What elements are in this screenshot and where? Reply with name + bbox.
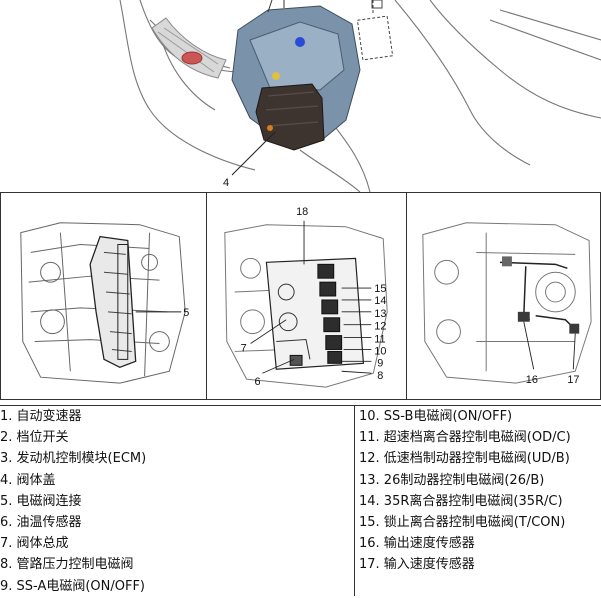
solenoid-harness — [89, 235, 137, 369]
sensor-wiring — [500, 256, 580, 334]
panel-3-drawing: 16 17 — [422, 222, 592, 386]
transmission-assembly — [231, 0, 361, 176]
solenoid-valves — [317, 263, 343, 364]
brand-emblem — [181, 51, 203, 65]
callout-14: 14 — [374, 295, 386, 307]
callout-18: 18 — [296, 206, 308, 218]
panel-speed-sensors: 16 17 — [406, 192, 601, 400]
legend-left-column: 1. 自动变速器 2. 档位开关 3. 发动机控制模块(ECM) 4. 阀体盖 … — [0, 406, 354, 598]
legend-item: 8. 管路压力控制电磁阀 — [0, 557, 134, 573]
transmission-case-outline-3 — [422, 222, 592, 384]
vehicle-sketch: 4 — [119, 0, 601, 193]
legend-item: 2. 档位开关 — [0, 430, 69, 446]
legend-item: 4. 阀体盖 — [0, 472, 56, 488]
car-grille — [151, 17, 227, 79]
callout-6: 6 — [255, 376, 261, 388]
callout-9: 9 — [377, 357, 383, 369]
oil-temp-sensor — [289, 354, 303, 366]
callout-7: 7 — [241, 342, 247, 354]
legend-item: 16. 输出速度传感器 — [359, 536, 475, 552]
callout-4: 4 — [223, 177, 229, 189]
panel-1-drawing: 5 — [20, 222, 189, 384]
panel-valve-body-assembly: 18 15 14 13 12 11 10 9 8 7 6 — [206, 192, 407, 400]
legend-item: 9. SS-A电磁阀(ON/OFF) — [0, 578, 146, 594]
valve-internal-channels — [276, 283, 311, 360]
legend-item: 7. 阀体总成 — [0, 536, 69, 552]
legend-divider — [0, 405, 601, 406]
panel-solenoid-connector: 5 — [0, 192, 207, 400]
legend-item: 14. 35R离合器控制电磁阀(35R/C) — [359, 493, 563, 509]
ecm-dashed-box — [356, 0, 394, 61]
legend-item: 11. 超速档离合器控制电磁阀(OD/C) — [359, 430, 571, 446]
callout-11: 11 — [374, 334, 385, 346]
vehicle-transmission-illustration: 4 — [0, 0, 601, 193]
shift-switch-marker — [295, 37, 305, 47]
legend-item: 10. SS-B电磁阀(ON/OFF) — [359, 409, 513, 424]
legend-right-column: 10. SS-B电磁阀(ON/OFF) 11. 超速档离合器控制电磁阀(OD/C… — [354, 406, 601, 596]
valve-body — [265, 257, 365, 370]
legend-item: 3. 发动机控制模块(ECM) — [0, 451, 147, 467]
legend-item: 15. 锁止离合器控制电磁阀(T/CON) — [359, 514, 566, 530]
callout-17: 17 — [567, 374, 579, 386]
input-speed-sensor — [569, 323, 580, 334]
callout-13: 13 — [374, 308, 386, 320]
valve-body-panels: 5 — [0, 192, 601, 402]
callout-8: 8 — [377, 370, 383, 382]
output-speed-sensor — [517, 311, 530, 322]
panel-2-drawing: 18 15 14 13 12 11 10 9 8 7 6 — [224, 206, 388, 388]
legend-item: 1. 自动变速器 — [0, 409, 82, 424]
callout-10: 10 — [374, 345, 386, 357]
legend-item: 13. 26制动器控制电磁阀(26/B) — [359, 472, 545, 488]
callout-5: 5 — [183, 307, 189, 319]
legend-item: 6. 油温传感器 — [0, 514, 82, 530]
car-body-lines — [119, 0, 601, 193]
component-legend: 1. 自动变速器 2. 档位开关 3. 发动机控制模块(ECM) 4. 阀体盖 … — [0, 406, 601, 598]
callout-15: 15 — [374, 283, 386, 295]
panel-2-leaders — [250, 220, 372, 374]
callout-16: 16 — [526, 374, 538, 386]
legend-item: 12. 低速档制动器控制电磁阀(UD/B) — [359, 451, 570, 467]
panel-3-leaders — [523, 321, 576, 370]
transmission-case-outline — [20, 222, 186, 384]
callout-12: 12 — [374, 321, 386, 333]
legend-item: 5. 电磁阀连接 — [0, 493, 82, 509]
legend-item: 17. 输入速度传感器 — [359, 557, 475, 573]
